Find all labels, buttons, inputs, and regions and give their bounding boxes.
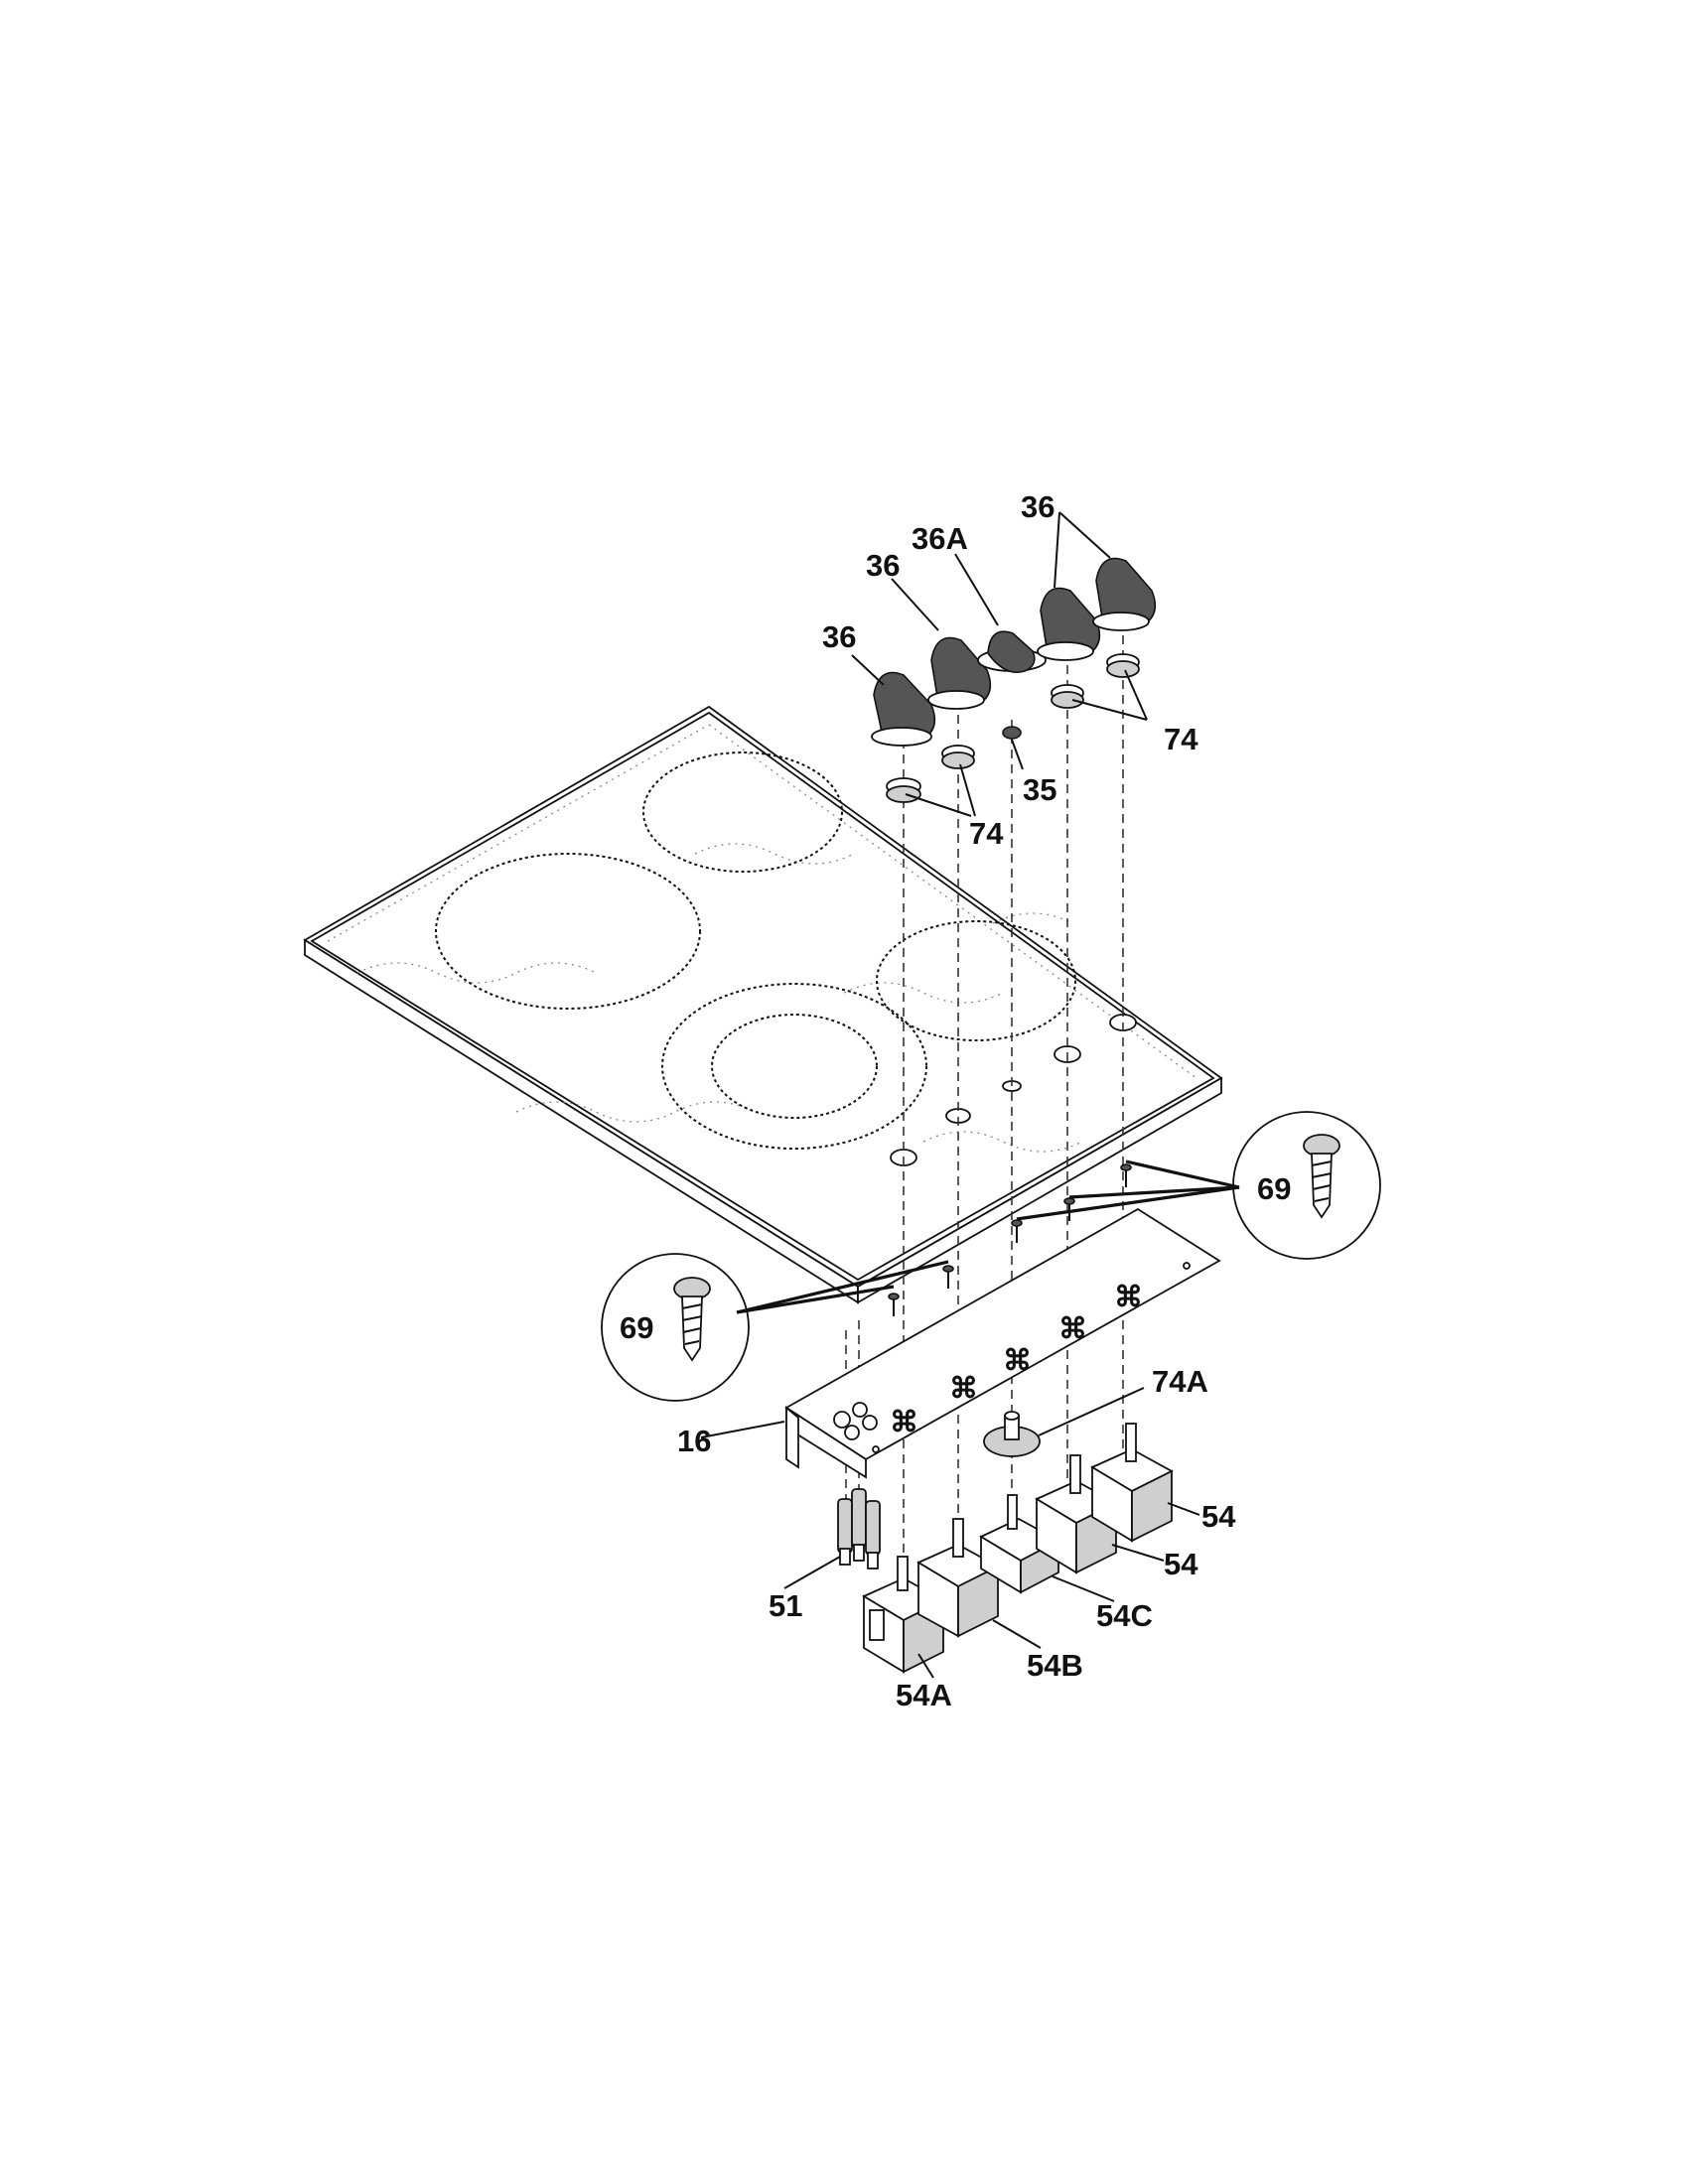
screw-2 <box>942 1265 954 1289</box>
label-54C: 54C <box>1096 1598 1153 1633</box>
grommet-3 <box>1051 684 1084 709</box>
part-51-indicator-lights <box>837 1488 881 1570</box>
burner-right <box>876 920 1076 1041</box>
label-36-a: 36 <box>822 619 856 654</box>
label-54A: 54A <box>896 1678 952 1712</box>
knob-2 <box>927 636 992 710</box>
control-bracket: ⌘ ⌘ ⌘ ⌘ ⌘ <box>784 1207 1221 1479</box>
label-51: 51 <box>769 1588 802 1623</box>
screw-icon <box>673 1277 711 1362</box>
label-74-left: 74 <box>969 816 1004 851</box>
part-35-spring <box>1002 726 1022 740</box>
burner-zones <box>435 751 1076 1150</box>
svg-text:⌘: ⌘ <box>890 1407 918 1438</box>
screw-3 <box>1011 1219 1023 1243</box>
label-36A: 36A <box>912 521 968 556</box>
label-74A: 74A <box>1152 1364 1208 1399</box>
screw-5 <box>1120 1163 1132 1187</box>
label-35: 35 <box>1023 772 1056 807</box>
switch-54B <box>916 1518 1000 1638</box>
callout-69-left <box>601 1253 949 1402</box>
label-36-c: 36 <box>1021 489 1055 524</box>
label-69-left: 69 <box>620 1310 653 1345</box>
svg-text:⌘: ⌘ <box>1003 1345 1032 1377</box>
label-69-right: 69 <box>1257 1171 1291 1206</box>
label-16: 16 <box>677 1424 711 1458</box>
label-54B: 54B <box>1027 1648 1083 1683</box>
knob-36A <box>977 630 1047 673</box>
burner-left <box>435 853 701 1010</box>
callout-69-right <box>1016 1111 1381 1260</box>
screw-icon <box>1303 1134 1340 1219</box>
switches <box>862 1423 1174 1674</box>
knob-3 <box>1037 587 1101 661</box>
knob-1 <box>871 671 936 747</box>
bracket-screws <box>888 1163 1132 1316</box>
part-74A <box>983 1411 1041 1457</box>
burner-front-outer <box>661 983 927 1150</box>
label-74-right: 74 <box>1164 722 1198 756</box>
knobs <box>871 557 1157 747</box>
bracket-screw-slots: ⌘ ⌘ ⌘ ⌘ ⌘ <box>890 1282 1143 1438</box>
label-54-b: 54 <box>1164 1547 1198 1581</box>
label-36-b: 36 <box>866 548 900 583</box>
grommet-2 <box>941 745 975 769</box>
grommet-4 <box>1106 653 1140 678</box>
svg-text:⌘: ⌘ <box>949 1373 978 1405</box>
label-54-a: 54 <box>1201 1499 1236 1534</box>
leader-lines <box>700 511 1200 1679</box>
burner-top <box>642 751 843 873</box>
assembly-lines <box>845 635 1124 1588</box>
cooktop-glass <box>303 705 1223 1304</box>
svg-text:⌘: ⌘ <box>1114 1282 1143 1313</box>
grommet-1 <box>886 777 921 803</box>
screw-1 <box>888 1293 900 1316</box>
svg-text:⌘: ⌘ <box>1058 1313 1087 1345</box>
knob-4 <box>1092 557 1157 631</box>
bracket-holes <box>833 1262 1191 1453</box>
grommets <box>886 653 1140 803</box>
part-labels: 36 36 36A 36 74 35 74 69 69 74A 16 54 54… <box>620 489 1291 1712</box>
burner-front-inner <box>711 1014 878 1119</box>
switch-54-2 <box>1090 1423 1174 1543</box>
